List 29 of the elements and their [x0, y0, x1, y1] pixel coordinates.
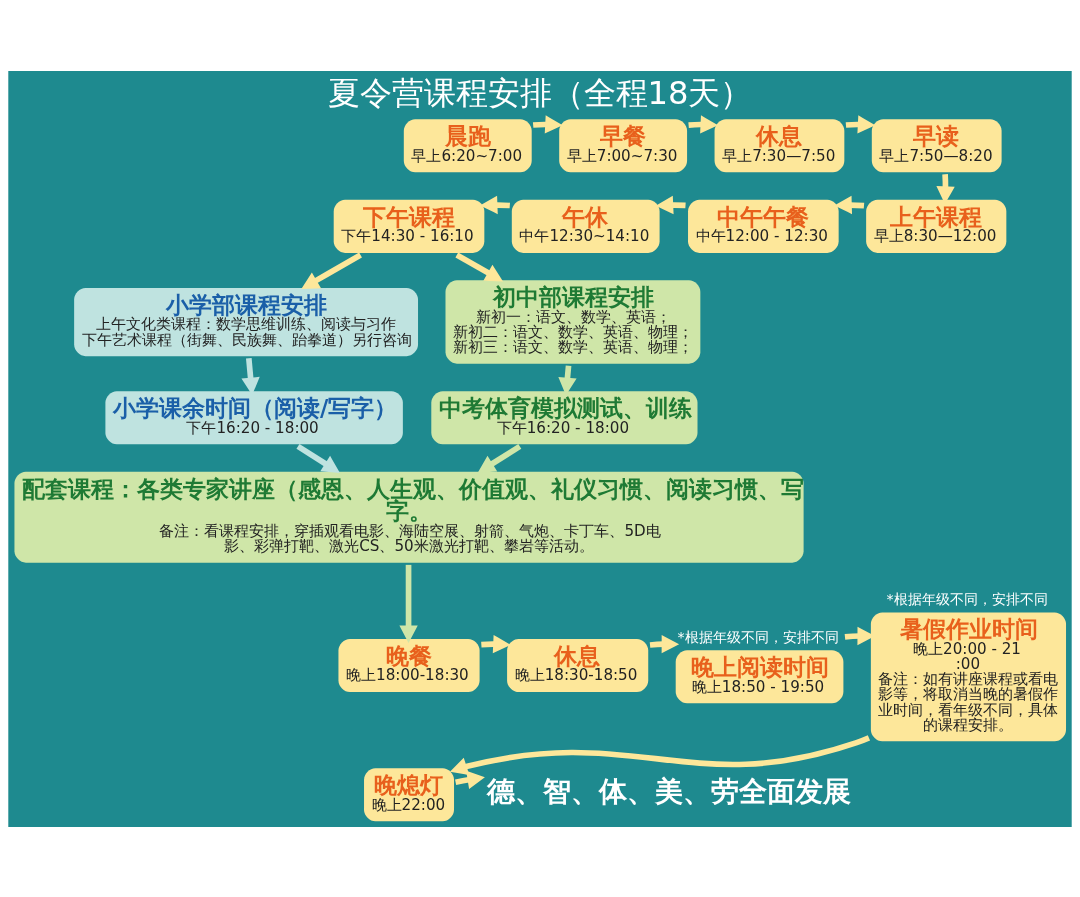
arrow	[399, 564, 418, 643]
node-box: 上午课程 早上8:30—12:00	[866, 199, 1007, 253]
node-box: 小学课余时间（阅读/写字） 下午16:20 - 18:00	[105, 390, 403, 444]
node-box: 早餐 早上7:00~7:30	[559, 118, 688, 172]
node-box: 晚上阅读时间 晚上18:50 - 19:50	[675, 649, 844, 703]
node-box: 晨跑 早上6:20~7:00	[403, 118, 532, 172]
node-box: 午休 中午12:30~14:10	[511, 199, 660, 253]
node-box: 暑假作业时间 晚上20:00 - 21:00 备注：如有讲座课程或看电影等，将取消当晚的暑假作业时间，看年级不同，具体的课程安排。	[870, 611, 1067, 741]
arrow	[477, 443, 522, 473]
node-box: 早读 早上7:50—8:20	[871, 118, 1002, 172]
node-box: 初中部课程安排 新初一：语文、数学、英语； 新初二：语文、数学、英语、物理； 新初三：语文、数学、英语、物理；	[445, 279, 701, 364]
node-box: 配套课程：各类专家讲座（感恩、人生观、价值观、礼仪习惯、阅读习惯、写字。 备注：看课程安排，穿插观看电影、海陆空展、射箭、气炮、卡丁车、5D电影、彩弹打靶、激光CS、50米激光打靶、攀岩等活动。	[14, 471, 804, 563]
node-box: 下午课程 下午14:30 - 16:10	[333, 199, 485, 253]
arrow	[301, 252, 362, 289]
arrow	[241, 357, 260, 395]
node-label: *根据年级不同，安排不同	[677, 628, 839, 645]
node-box: 休息 早上7:30—7:50	[714, 118, 845, 172]
node-box: 晚餐 晚上18:00-18:30	[338, 638, 480, 692]
node-box: 休息 晚上18:30-18:50	[507, 638, 649, 692]
node-label: *根据年级不同，安排不同	[886, 590, 1048, 607]
arrow	[449, 734, 871, 775]
node-box: 晚熄灯 晚上22:00	[364, 767, 455, 821]
diagram-title: 夏令营课程安排（全程18天）	[327, 73, 753, 112]
node-box: 中午午餐 中午12:00 - 12:30	[688, 199, 839, 253]
arrow	[296, 443, 340, 473]
arrow	[455, 252, 504, 281]
node-box: 中考体育模拟测试、训练 下午16:20 - 18:00	[431, 390, 698, 444]
node-text: 德、智、体、美、劳全面发展	[487, 774, 852, 808]
node-box: 小学部课程安排 上午文化类课程：数学思维训练、阅读与习作 下午艺术课程（街舞、民族舞、跆拳道）另行咨询	[74, 287, 419, 356]
